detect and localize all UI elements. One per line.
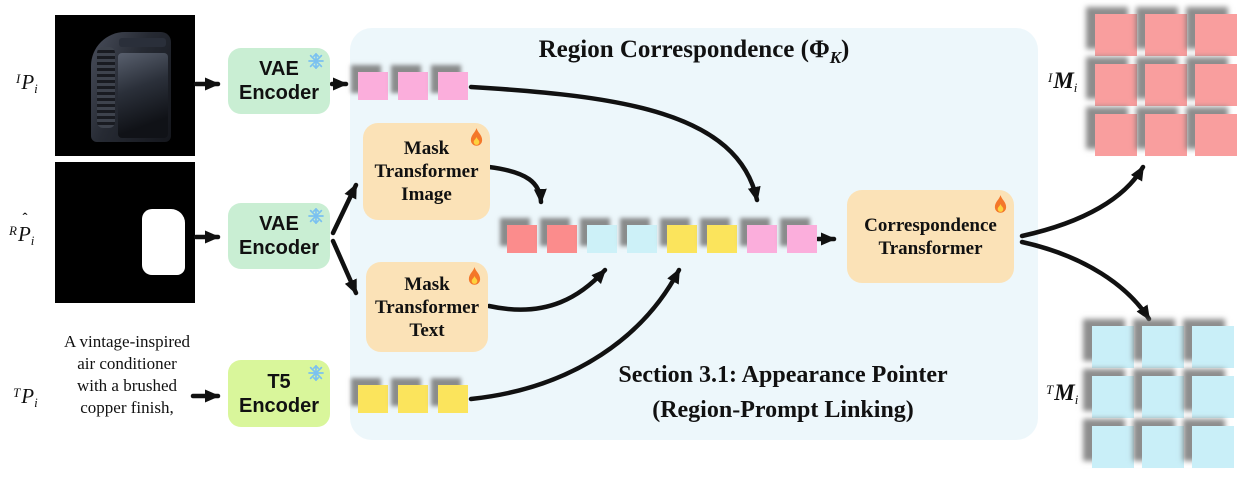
red-token: [547, 225, 577, 253]
yellow-token: [358, 385, 388, 413]
air-conditioner-control-panel: [119, 37, 166, 48]
box-label-line1: Correspondence: [864, 214, 997, 236]
grid-cyan-token: [1192, 426, 1234, 468]
arrow-correspondence-to-image-grid: [1019, 164, 1146, 239]
mask-transformer-image-box: Mask Transformer Image: [363, 123, 490, 220]
concatenated-token-sequence: [507, 225, 817, 253]
image-latent-tokens: [358, 72, 468, 100]
section-caption-line1: Section 3.1: Appearance Pointer: [618, 362, 948, 388]
panel-title: Region Correspondence (ΦK): [538, 36, 850, 67]
box-label-line1: Mask: [404, 273, 450, 295]
grid-cyan-token: [1192, 326, 1234, 368]
box-label-line1: Mask: [403, 138, 450, 159]
encoder-label-line2: Encoder: [238, 394, 320, 417]
reference-product-image: [55, 15, 195, 156]
box-label-line2: Transformer: [878, 237, 983, 259]
pink-token: [747, 225, 777, 253]
fire-icon: [993, 195, 1008, 214]
arrow-yellow-tokens-to-central-yellow: [468, 267, 682, 402]
cyan-token: [587, 225, 617, 253]
snowflake-icon: [308, 365, 324, 381]
grid-red-token: [1195, 64, 1237, 106]
image-correspondence-grid: [1095, 14, 1237, 156]
output-text-mask-label: TMi: [1046, 380, 1079, 407]
grid-red-token: [1195, 114, 1237, 156]
section-caption: Section 3.1: Appearance Pointer (Region-…: [553, 358, 1013, 428]
region-mask-image: [55, 162, 195, 303]
yellow-token: [438, 385, 468, 413]
box-label-line3: Image: [401, 184, 452, 205]
pink-token: [398, 72, 428, 100]
red-token: [507, 225, 537, 253]
cyan-token: [627, 225, 657, 253]
mask-transformer-text-box: Mask Transformer Text: [366, 262, 488, 352]
pink-token: [358, 72, 388, 100]
text-embedding-tokens: [358, 385, 468, 413]
encoder-label-line1: T5: [267, 370, 291, 393]
grid-cyan-token: [1142, 426, 1184, 468]
yellow-token: [398, 385, 428, 413]
grid-red-token: [1095, 114, 1137, 156]
arrow-correspondence-to-text-grid: [1019, 239, 1152, 322]
arrow-mt-text-to-cyan-token: [486, 267, 608, 312]
input-image-label: IPi: [16, 70, 38, 96]
arrow-vae2-to-mask-transformer-image: [330, 182, 359, 236]
arrow-mt-image-to-red-token: [486, 164, 547, 205]
snowflake-icon: [308, 53, 324, 69]
encoder-label-line1: VAE: [259, 58, 299, 80]
text-prompt: A vintage-inspired air conditioner with …: [63, 332, 191, 417]
grid-red-token: [1095, 14, 1137, 56]
grid-red-token: [1145, 114, 1187, 156]
air-conditioner-vent: [97, 47, 116, 128]
yellow-token: [707, 225, 737, 253]
air-conditioner-front-panel: [118, 53, 169, 138]
grid-cyan-token: [1142, 376, 1184, 418]
yellow-token: [667, 225, 697, 253]
vae-encoder-image: VAE Encoder: [228, 48, 330, 114]
mask-white-region: [141, 208, 186, 275]
snowflake-icon: [308, 208, 324, 224]
encoder-label-line2: Encoder: [238, 237, 320, 259]
pink-token: [438, 72, 468, 100]
fire-icon: [467, 267, 482, 286]
pink-token: [787, 225, 817, 253]
fire-icon: [469, 128, 484, 147]
grid-red-token: [1145, 14, 1187, 56]
grid-red-token: [1095, 64, 1137, 106]
box-label-line2: Transformer: [374, 296, 480, 318]
box-label-line2: Transformer: [374, 161, 479, 182]
arrow-vae2-to-mask-transformer-text: [330, 238, 359, 296]
grid-cyan-token: [1092, 376, 1134, 418]
box-label-line3: Text: [409, 319, 445, 341]
section-caption-line2: (Region-Prompt Linking): [652, 397, 914, 423]
t5-encoder: T5 Encoder: [228, 360, 330, 427]
grid-red-token: [1195, 14, 1237, 56]
grid-cyan-token: [1142, 326, 1184, 368]
arrow-pink-tokens-to-central-pink: [468, 84, 761, 203]
text-correspondence-grid: [1092, 326, 1234, 468]
input-text-label: TPi: [13, 384, 38, 410]
correspondence-transformer-box: Correspondence Transformer: [847, 190, 1014, 283]
vae-encoder-mask: VAE Encoder: [228, 203, 330, 269]
encoder-label-line1: VAE: [259, 213, 299, 235]
grid-red-token: [1145, 64, 1187, 106]
encoder-label-line2: Encoder: [238, 82, 320, 104]
grid-cyan-token: [1192, 376, 1234, 418]
output-image-mask-label: IMi: [1048, 68, 1078, 95]
grid-cyan-token: [1092, 326, 1134, 368]
grid-cyan-token: [1092, 426, 1134, 468]
